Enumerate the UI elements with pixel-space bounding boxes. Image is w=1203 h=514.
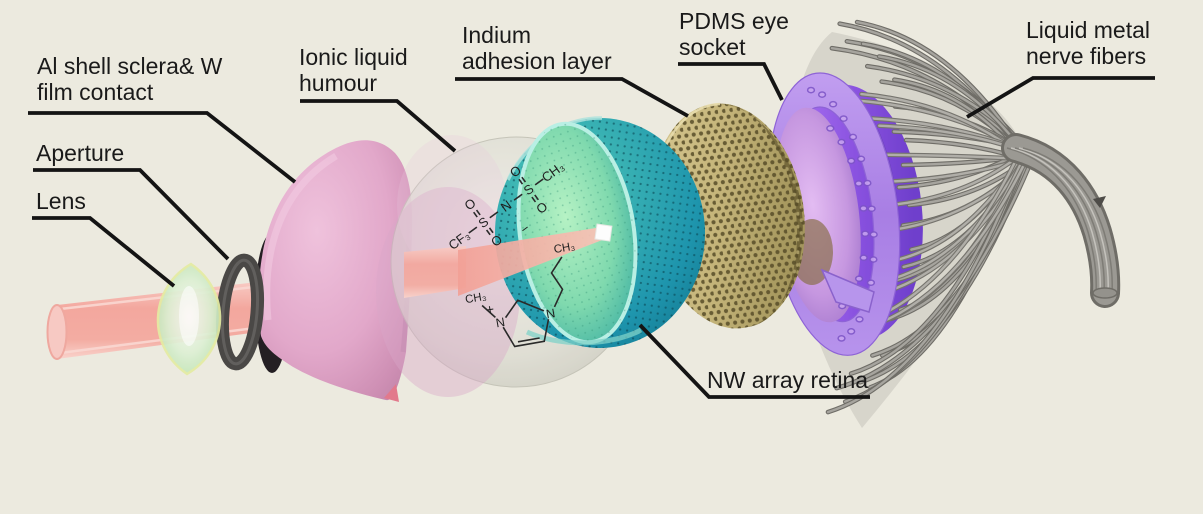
label-line: film contact (37, 79, 154, 105)
label-line: Ionic liquid (299, 44, 408, 70)
leader-indium (455, 77, 689, 118)
lens-glint (179, 286, 199, 346)
aperture-ring-highlight (220, 258, 260, 366)
aperture-illustration (215, 253, 265, 371)
leader-nw-retina (638, 323, 870, 399)
leader-lens (32, 216, 176, 288)
atom-ch3: CH₃ (553, 241, 576, 257)
label-line: socket (679, 34, 746, 60)
socket-hole (859, 205, 868, 212)
socket-hole (839, 115, 848, 122)
socket-hole (806, 86, 816, 94)
imidazolium-cation-structure: N N + CH₃ CH₃ (464, 241, 576, 348)
label-line: adhesion layer (462, 48, 612, 74)
atom-n: N (545, 306, 556, 321)
al-shell-sclera-dome (258, 140, 413, 401)
leader-liquid-metal (966, 76, 1155, 119)
socket-hole (867, 205, 876, 213)
label-liquid-metal-nerve-fibers: Liquid metal nerve fibers (1026, 17, 1150, 69)
nerve-bundle-striation (1006, 147, 1097, 294)
label-line: Indium (462, 22, 532, 48)
label-line: Aperture (36, 140, 125, 166)
socket-hole (817, 91, 827, 98)
label-line: NW array retina (707, 367, 869, 393)
nerve-bundle-striation (1018, 147, 1109, 294)
leader-aperture (33, 168, 230, 261)
socket-hole (869, 256, 878, 263)
dome-highlight (263, 153, 338, 321)
label-aperture: Aperture (36, 140, 124, 166)
socket-hole (856, 155, 866, 163)
refracted-dome-glow-2 (397, 135, 507, 275)
socket-hole (847, 328, 856, 335)
bundle-knot (1093, 196, 1106, 208)
atom-ch3: CH₃ (464, 291, 487, 307)
lens-illustration (156, 262, 222, 376)
socket-hole (848, 133, 858, 141)
socket-hole (826, 125, 835, 132)
socket-hole (837, 138, 846, 146)
leader-pdms (678, 62, 784, 101)
socket-hole (859, 254, 868, 262)
nerve-bundle-striation (1022, 147, 1113, 294)
dome-bottom-notch (384, 384, 399, 402)
socket-hole (854, 180, 863, 187)
socket-hole (847, 157, 856, 165)
label-nw-array-retina: NW array retina (707, 367, 868, 393)
socket-tab (820, 268, 875, 313)
nerve-bundle-striation (1014, 147, 1105, 294)
light-cone (458, 227, 610, 296)
atom-n: N (495, 315, 506, 330)
socket-hole (863, 179, 872, 187)
nerve-fiber-highlight (887, 151, 1025, 207)
nerve-fiber-highlight (830, 47, 1021, 151)
socket-hole (855, 315, 864, 323)
nerve-fiber-highlight (878, 55, 1025, 154)
liquid-metal-nerve-fibers-illustration (825, 19, 1121, 415)
label-line: Lens (36, 188, 86, 214)
leader-lines (28, 62, 1155, 399)
label-pdms-eye-socket: PDMS eye socket (679, 8, 789, 60)
label-line: humour (299, 70, 377, 96)
socket-hole (854, 275, 864, 283)
refracted-dome-glow (376, 187, 520, 397)
label-al-shell-sclera: Al shell sclera& W film contact (37, 53, 222, 105)
beam-stub (404, 246, 466, 298)
label-line: PDMS eye (679, 8, 789, 34)
beam-end-cap (46, 304, 68, 360)
leader-ionic (300, 99, 457, 153)
socket-hole (828, 100, 838, 108)
label-lens: Lens (36, 188, 86, 214)
nerve-bundle-end-cap (1092, 287, 1118, 299)
socket-hole (869, 231, 878, 238)
socket-hole (837, 335, 846, 342)
nerve-bundle-striation (1010, 147, 1101, 294)
nerve-fiber-highlight (826, 155, 1025, 414)
label-line: Al shell sclera& W (37, 53, 223, 79)
socket-hole (861, 230, 870, 238)
label-ionic-liquid-humour: Ionic liquid humour (299, 44, 408, 96)
leader-al-shell (28, 111, 297, 184)
label-line: nerve fibers (1026, 43, 1147, 69)
socket-hole (866, 279, 876, 287)
cation-charge: + (484, 301, 495, 318)
nerve-fiber-highlight (878, 152, 1028, 284)
label-line: Liquid metal (1026, 17, 1151, 43)
retina-rim-bottom (525, 327, 643, 346)
label-indium-adhesion-layer: Indium adhesion layer (462, 22, 612, 74)
focal-spot (594, 223, 613, 242)
focused-light-cone-illustration (404, 223, 613, 298)
